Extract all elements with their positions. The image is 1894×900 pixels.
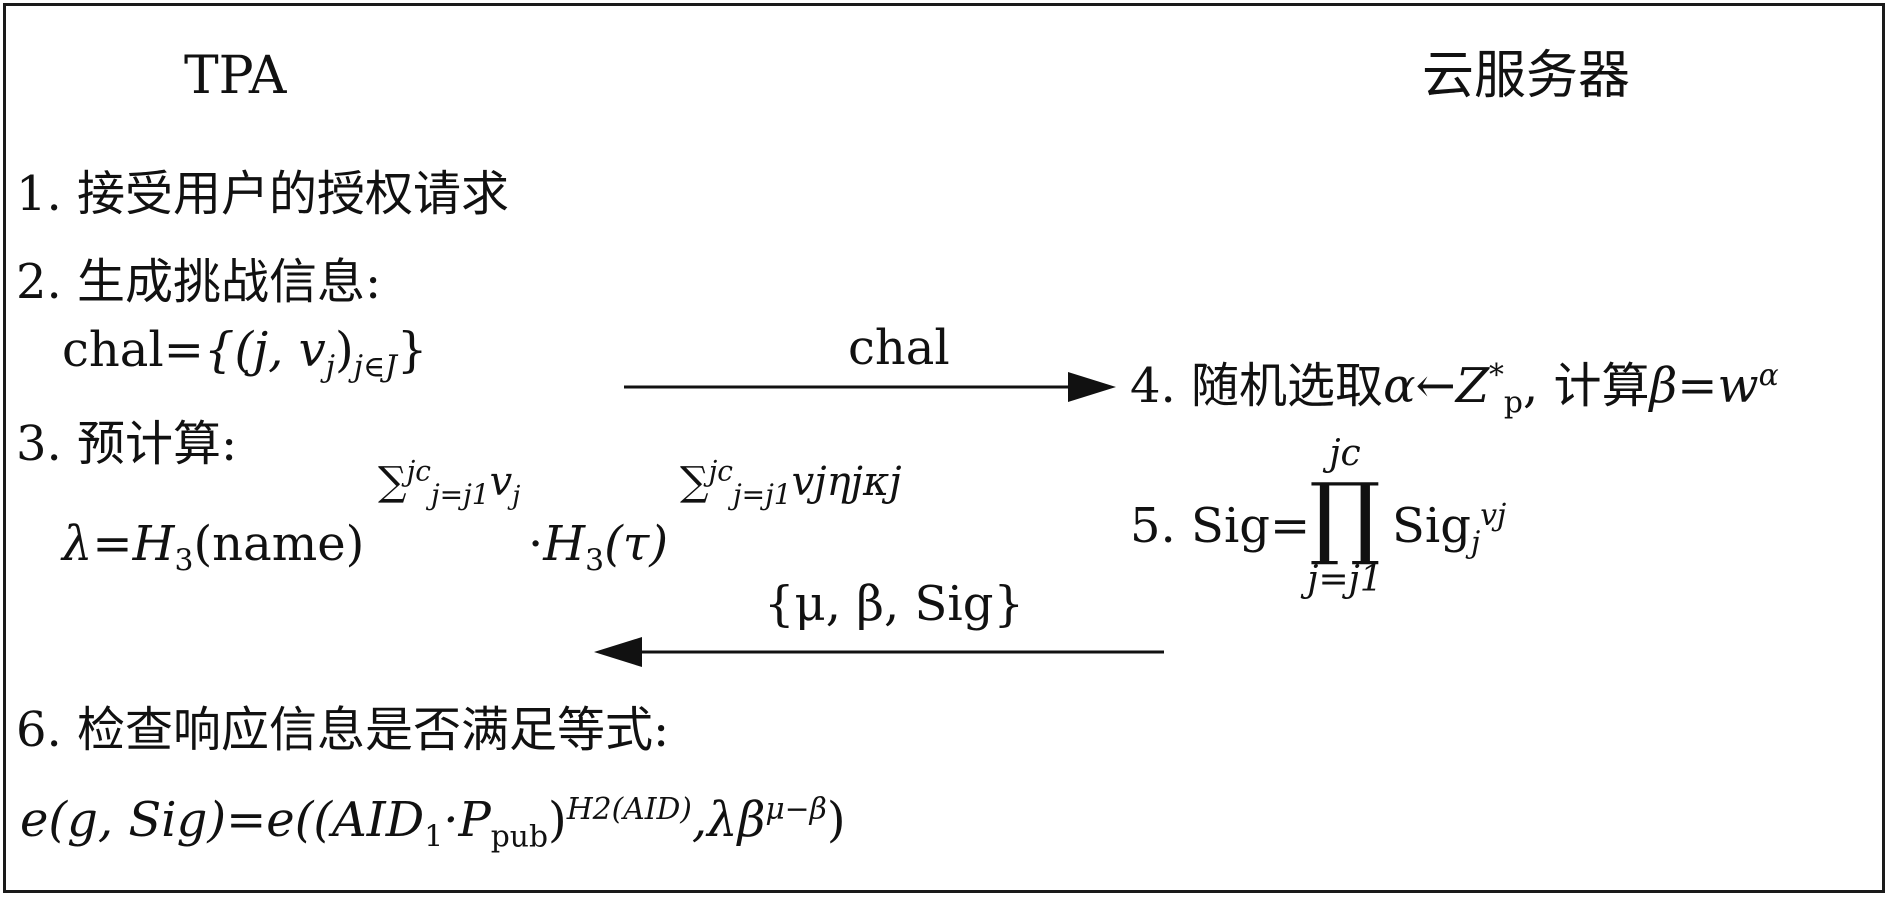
step-5-sig: Sigjvj: [1392, 498, 1507, 561]
step-5-prefix: 5. Sig=: [1130, 498, 1311, 554]
lambda-formula: λ=H3(name): [62, 516, 365, 579]
arrow-back-head: [594, 637, 642, 667]
step-6: 6. 检查响应信息是否满足等式:: [16, 702, 670, 758]
lambda-exponent-1: ∑jcj=j1vj: [378, 454, 521, 511]
message-response: {μ, β, Sig}: [764, 576, 1025, 632]
diagram-frame: [3, 3, 1885, 893]
step-4: 4. 随机选取α←Z*p, 计算β=wα: [1130, 358, 1779, 421]
verification-equation: e(g, Sig)=e((AID1·Ppub)H2(AID),λβμ−β): [20, 792, 846, 855]
step-2: 2. 生成挑战信息:: [16, 254, 382, 310]
chal-formula: chal={(j, vj)j∈J}: [62, 322, 428, 385]
arrow-forward-head: [1068, 372, 1116, 402]
lambda-exponent-2: ∑jcj=j1vjηjκj: [680, 454, 902, 511]
message-chal: chal: [848, 320, 950, 376]
cloud-server-header: 云服务器: [1422, 46, 1631, 106]
step-3: 3. 预计算:: [16, 416, 238, 472]
product-operator: jc ∏ j=j1: [1307, 433, 1383, 600]
tpa-header: TPA: [184, 46, 287, 106]
lambda-formula-part2: ·H3(τ): [528, 516, 669, 579]
step-1: 1. 接受用户的授权请求: [16, 166, 510, 222]
